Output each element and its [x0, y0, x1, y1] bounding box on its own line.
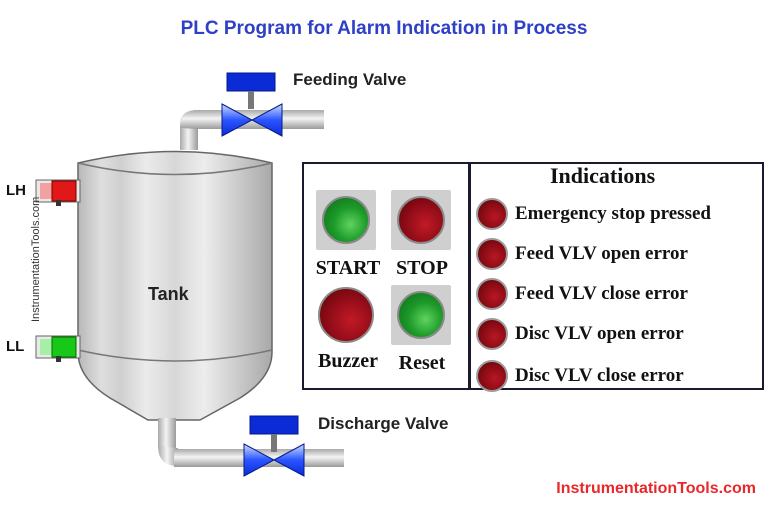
- indication-text: Disc VLV close error: [515, 365, 684, 386]
- tank-label: Tank: [148, 284, 189, 304]
- alarm-lamp: [476, 360, 508, 392]
- alarm-lamp: [476, 238, 508, 270]
- buzzer-lamp: [318, 287, 374, 343]
- indication-text: Emergency stop pressed: [515, 203, 711, 224]
- reset-button-label: Reset: [398, 352, 446, 374]
- alarm-lamp: [476, 318, 508, 350]
- start-button-label: START: [315, 257, 381, 279]
- tank: [77, 150, 273, 421]
- indication-text: Feed VLV close error: [515, 283, 688, 304]
- start-lamp: [322, 196, 370, 244]
- feed-pipe: [180, 110, 324, 150]
- discharge-valve-label: Discharge Valve: [318, 414, 449, 433]
- alarm-lamp: [476, 198, 508, 230]
- level-high-switch: [35, 179, 81, 206]
- discharge-valve: [243, 415, 305, 477]
- indications-title: Indications: [550, 163, 656, 188]
- footer-watermark: InstrumentationTools.com: [556, 480, 756, 497]
- buzzer-button[interactable]: [316, 285, 376, 345]
- indication-text: Disc VLV open error: [515, 323, 684, 344]
- indication-row: Feed VLV open error: [476, 238, 688, 270]
- control-panel: [302, 162, 764, 390]
- indication-row: Disc VLV open error: [476, 318, 684, 350]
- page-title: PLC Program for Alarm Indication in Proc…: [180, 18, 588, 39]
- level-high-label: LH: [6, 182, 26, 199]
- buzzer-button-label: Buzzer: [318, 350, 378, 372]
- indication-row: Feed VLV close error: [476, 278, 688, 310]
- indication-text: Feed VLV open error: [515, 243, 688, 264]
- reset-lamp: [397, 291, 445, 339]
- reset-button[interactable]: [391, 285, 451, 345]
- indication-row: Disc VLV close error: [476, 360, 684, 392]
- alarm-lamp: [476, 278, 508, 310]
- feeding-valve-label: Feeding Valve: [293, 70, 407, 89]
- stop-lamp: [397, 196, 445, 244]
- start-button[interactable]: [316, 190, 376, 250]
- panel-divider: [468, 162, 471, 390]
- indication-row: Emergency stop pressed: [476, 198, 711, 230]
- stop-button[interactable]: [391, 190, 451, 250]
- level-low-label: LL: [6, 338, 25, 355]
- level-low-switch: [35, 335, 81, 362]
- stop-button-label: STOP: [396, 257, 448, 279]
- vertical-watermark: InstrumentationTools.com: [30, 196, 42, 322]
- feeding-valve: [221, 72, 283, 137]
